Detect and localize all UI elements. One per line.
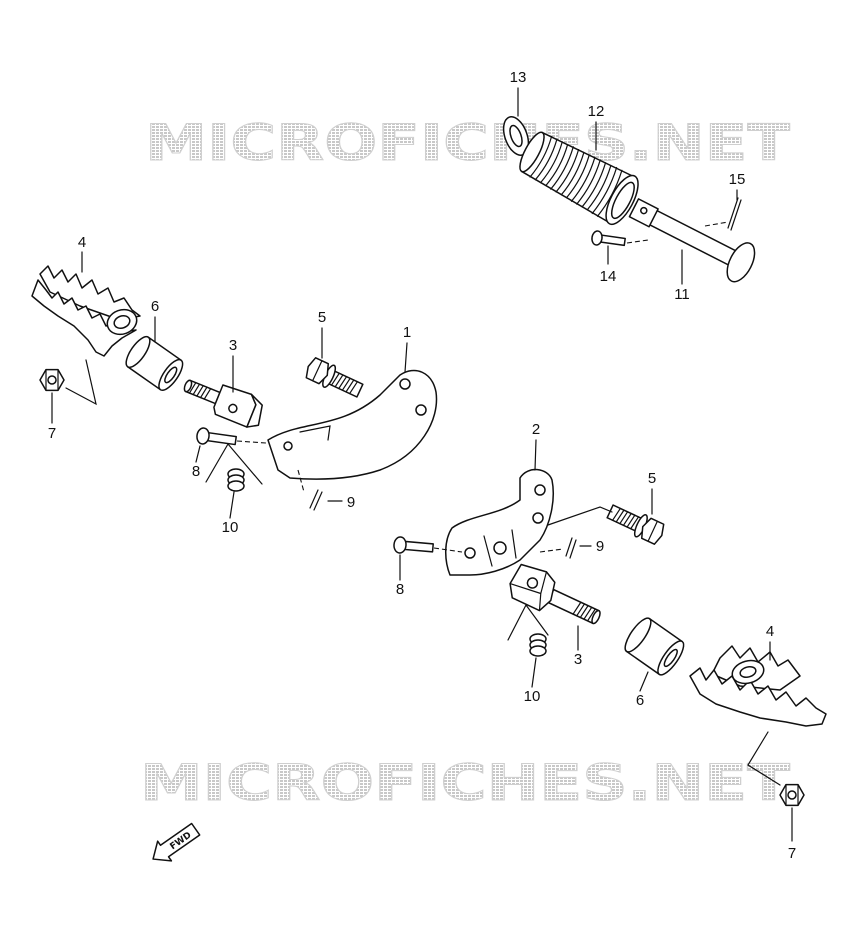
callout-12: 12 — [588, 103, 605, 120]
part-13-washer — [502, 116, 530, 156]
callout-9-right: 9 — [596, 538, 604, 555]
callout-15: 15 — [729, 171, 746, 188]
part-12-grip — [519, 131, 639, 226]
callout-3-right: 3 — [574, 651, 582, 668]
part-4-footpeg-left — [31, 265, 141, 357]
part-9-cotter-pin-left — [297, 469, 323, 511]
pin-right-guide — [433, 547, 463, 553]
pin-left-guide — [236, 440, 267, 444]
bolt-right-guide — [547, 506, 613, 526]
callout-7-left: 7 — [48, 425, 56, 442]
callout-6-right: 6 — [636, 692, 644, 709]
nut-right-guide — [747, 731, 781, 786]
callout-5-left: 5 — [318, 309, 326, 326]
part-7-nut-right — [779, 783, 805, 807]
callout-8-left: 8 — [192, 463, 200, 480]
pin-14-guide — [626, 239, 649, 244]
callout-4-left: 4 — [78, 234, 86, 251]
part-14-clevis-pin — [591, 230, 626, 247]
part-1-bracket-left — [267, 369, 438, 480]
callout-9-left: 9 — [347, 494, 355, 511]
callout-2: 2 — [532, 421, 540, 438]
part-3-pivot-left — [183, 379, 263, 428]
callout-6-left: 6 — [151, 298, 159, 315]
part-9-cotter-pin-right — [539, 537, 577, 559]
part-6-bushing-left — [125, 335, 184, 391]
callout-8-right: 8 — [396, 581, 404, 598]
callouts: 13 12 15 14 11 4 6 5 1 3 7 8 9 10 2 5 9 … — [48, 69, 796, 862]
part-3-pivot-right — [509, 563, 601, 625]
watermark-bottom: MICROFICHES.NET — [140, 754, 790, 812]
part-10-spring-right — [507, 603, 549, 657]
part-11-peg — [628, 198, 756, 283]
part-8-pin-left — [196, 427, 237, 446]
part-6-bushing-right — [624, 617, 685, 676]
leader-lines — [51, 87, 793, 842]
fwd-arrow-icon: FWD — [152, 822, 201, 862]
part-7-nut-left — [39, 368, 65, 392]
part-8-pin-right — [393, 536, 434, 554]
callout-10-left: 10 — [222, 519, 239, 536]
callout-1: 1 — [403, 324, 411, 341]
callout-11: 11 — [674, 286, 690, 303]
callout-14: 14 — [600, 268, 617, 285]
part-15-cotter-pin — [704, 197, 742, 231]
watermark-top: MICROFICHES.NET — [145, 114, 790, 172]
callout-5-right: 5 — [648, 470, 656, 487]
callout-10-right: 10 — [524, 688, 541, 705]
part-10-spring-left — [205, 442, 263, 492]
callout-4-right: 4 — [766, 623, 774, 640]
part-5-bolt-left — [305, 357, 364, 398]
part-5-bolt-right — [606, 504, 665, 545]
callout-3-left: 3 — [229, 337, 237, 354]
part-4-footpeg-right — [689, 645, 827, 727]
part-2-bracket-right — [445, 468, 555, 576]
callout-13: 13 — [510, 69, 527, 86]
callout-7-right: 7 — [788, 845, 796, 862]
nut-left-guide — [65, 359, 97, 406]
